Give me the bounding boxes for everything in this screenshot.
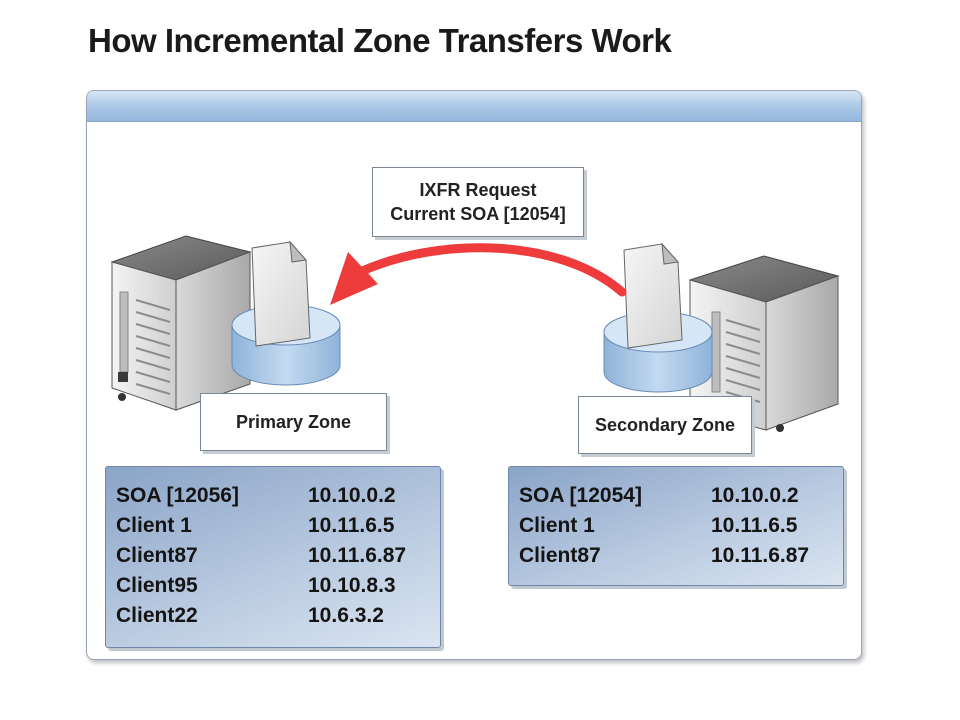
table-row: SOA [12054] 10.10.0.2 bbox=[519, 481, 809, 511]
record-ip: 10.10.8.3 bbox=[308, 574, 396, 597]
record-name: Client22 bbox=[116, 604, 198, 627]
record-name: Client87 bbox=[116, 544, 198, 567]
primary-server-icon bbox=[110, 235, 252, 414]
record-ip: 10.11.6.87 bbox=[308, 544, 407, 567]
secondary-document-icon bbox=[623, 242, 683, 349]
secondary-zone-records: SOA [12054] 10.10.0.2 Client 1 10.11.6.5 C… bbox=[508, 466, 844, 586]
record-name: Client87 bbox=[519, 544, 601, 567]
table-row: Client 1 10.11.6.5 bbox=[519, 511, 809, 541]
record-name: Client95 bbox=[116, 574, 198, 597]
secondary-records-table: SOA [12054] 10.10.0.2 Client 1 10.11.6.5 C… bbox=[519, 481, 809, 571]
table-row: Client87 10.11.6.87 bbox=[116, 541, 406, 571]
secondary-zone-label: Secondary Zone bbox=[578, 396, 752, 454]
request-line-2: Current SOA [12054] bbox=[390, 204, 566, 224]
table-row: Client22 10.6.3.2 bbox=[116, 601, 406, 631]
record-ip: 10.6.3.2 bbox=[308, 604, 384, 627]
record-ip: 10.11.6.87 bbox=[711, 544, 810, 567]
request-line-1: IXFR Request bbox=[419, 180, 537, 200]
ixfr-request-label: IXFR Request Current SOA [12054] bbox=[372, 167, 584, 237]
record-name: SOA [12054] bbox=[519, 484, 642, 507]
primary-zone-label: Primary Zone bbox=[200, 393, 387, 451]
record-ip: 10.10.0.2 bbox=[308, 484, 396, 507]
primary-document-icon bbox=[251, 240, 311, 347]
record-ip: 10.11.6.5 bbox=[711, 514, 798, 537]
record-name: Client 1 bbox=[519, 514, 595, 537]
table-row: SOA [12056] 10.10.0.2 bbox=[116, 481, 406, 511]
slide-title: How Incremental Zone Transfers Work bbox=[88, 22, 672, 59]
panel-header-bar bbox=[87, 91, 861, 122]
table-row: Client 1 10.11.6.5 bbox=[116, 511, 406, 541]
table-row: Client87 10.11.6.87 bbox=[519, 541, 809, 571]
primary-zone-records: SOA [12056] 10.10.0.2 Client 1 10.11.6.5 C… bbox=[105, 466, 441, 648]
record-name: SOA [12056] bbox=[116, 484, 239, 507]
secondary-server-icon bbox=[688, 255, 840, 432]
record-ip: 10.11.6.5 bbox=[308, 514, 395, 537]
record-ip: 10.10.0.2 bbox=[711, 484, 799, 507]
record-name: Client 1 bbox=[116, 514, 192, 537]
primary-records-table: SOA [12056] 10.10.0.2 Client 1 10.11.6.5 C… bbox=[116, 481, 406, 631]
table-row: Client95 10.10.8.3 bbox=[116, 571, 406, 601]
ixfr-request-arrow bbox=[330, 243, 627, 305]
